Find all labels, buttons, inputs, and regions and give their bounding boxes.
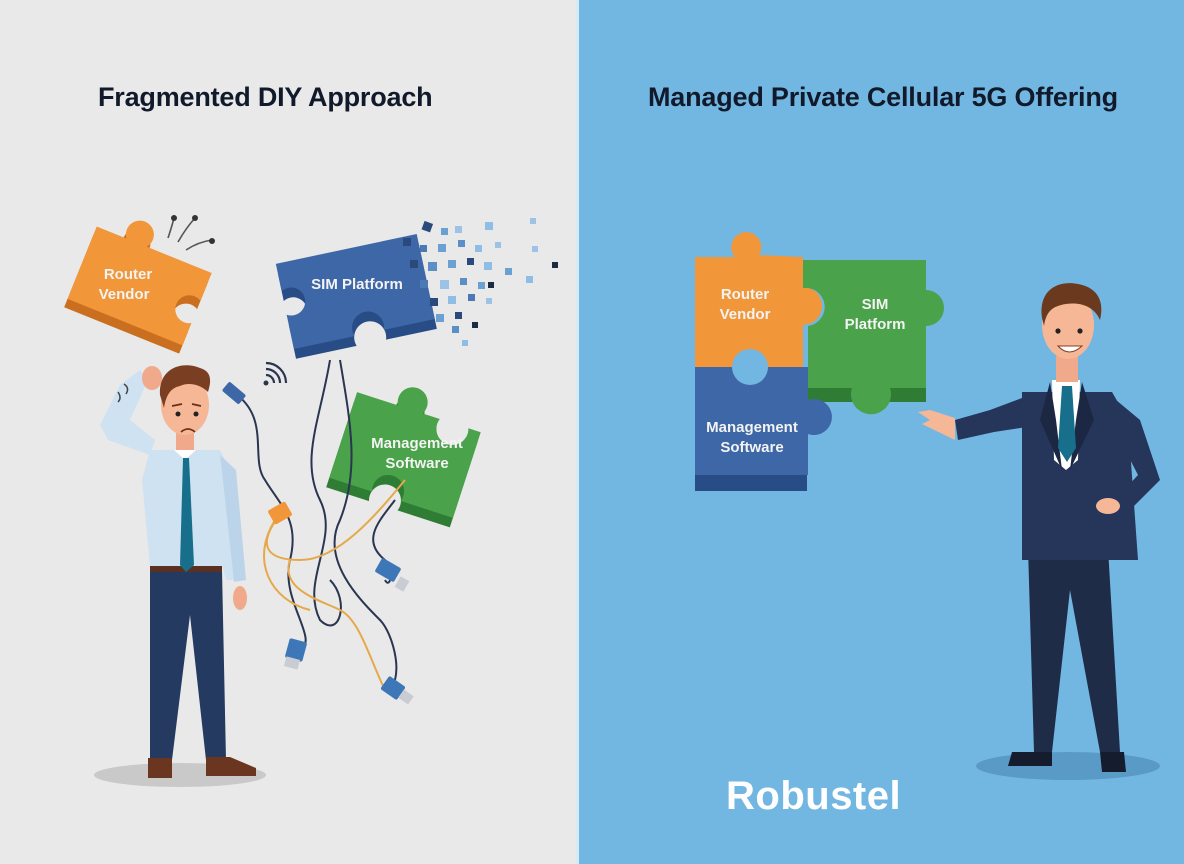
assembled-puzzle — [695, 232, 944, 491]
management-software-label-right-line2: Software — [720, 439, 783, 456]
orange-connector-icon — [268, 501, 292, 525]
router-vendor-puzzle-piece-right — [695, 232, 823, 367]
antenna-wires-icon — [167, 217, 213, 251]
left-heading: Fragmented DIY Approach — [98, 82, 433, 112]
wifi-signal-icon — [263, 361, 288, 386]
usb-plug-icon — [375, 558, 401, 582]
panel-divider — [576, 0, 579, 864]
cable-connectors — [222, 382, 414, 705]
frustrated-businessman — [94, 365, 266, 787]
management-software-label-left: Management — [371, 435, 463, 452]
left-panel — [0, 0, 578, 864]
usb-plug-icon — [285, 638, 307, 662]
management-software-label-right: Management — [706, 419, 798, 436]
usb-plug-icon — [381, 676, 405, 700]
sim-platform-label-right: SIM — [862, 296, 889, 313]
management-software-puzzle-piece-left — [326, 387, 481, 528]
router-vendor-label-right: Router — [721, 286, 769, 303]
sim-platform-puzzle-piece-left — [275, 233, 437, 359]
usb-plug-icon — [222, 382, 246, 404]
management-software-puzzle-piece-right — [695, 367, 832, 475]
right-heading: Managed Private Cellular 5G Offering — [648, 82, 1118, 112]
sim-platform-label-right-line2: Platform — [845, 316, 906, 333]
router-vendor-label-right-line2: Vendor — [720, 306, 771, 323]
router-vendor-label-left-line2: Vendor — [99, 286, 150, 303]
confident-businessman — [918, 283, 1160, 780]
sim-platform-label-left: SIM Platform — [311, 276, 403, 293]
router-vendor-puzzle-piece-left — [64, 220, 212, 354]
sim-platform-puzzle-piece-right — [803, 260, 944, 415]
management-software-label-left-line2: Software — [385, 455, 448, 472]
router-vendor-label-left: Router — [104, 266, 152, 283]
robustel-logo: Robustel — [726, 774, 902, 818]
pixel-fragments — [403, 218, 558, 346]
